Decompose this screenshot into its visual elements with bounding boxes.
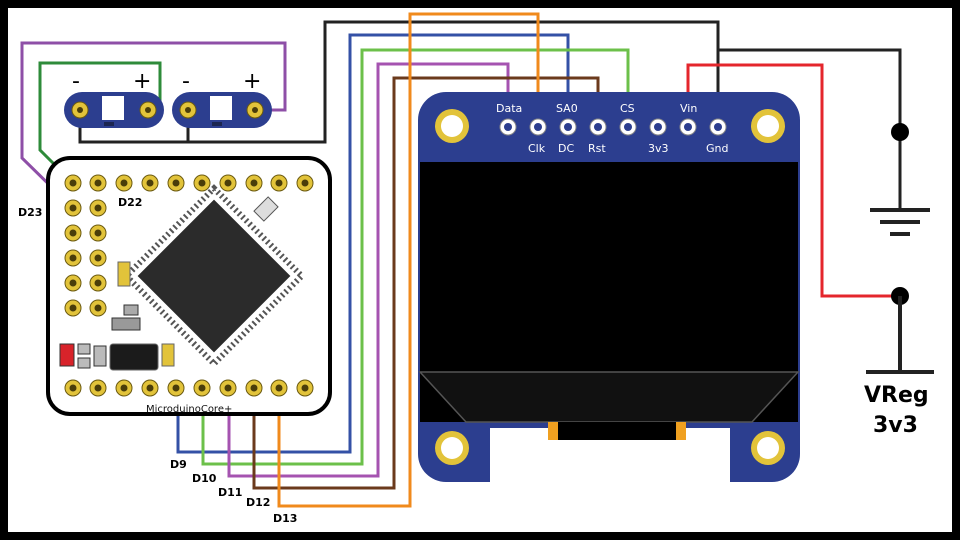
board-pin-bottom-9	[296, 379, 314, 397]
pin-label-d11: D11	[218, 486, 242, 499]
wire-purple	[20, 41, 287, 210]
oled-label-dc: DC	[558, 142, 574, 155]
oled-pin-2	[559, 118, 577, 136]
board-pin-top-0	[64, 174, 82, 192]
oled-glass-edge	[418, 371, 800, 423]
board-pin-top-9	[296, 174, 314, 192]
board-pin-bottom-6	[219, 379, 237, 397]
oled-pin-3	[589, 118, 607, 136]
board-pin-bottom-2	[115, 379, 133, 397]
wire-violet	[227, 62, 510, 478]
pin-label-d22: D22	[118, 196, 142, 209]
board-pin-left-a-4	[64, 299, 82, 317]
vreg-label-line1: VReg	[864, 383, 929, 408]
board-pin-top-4	[167, 174, 185, 192]
smd-4	[161, 343, 175, 367]
board-pin-left-b-1	[89, 224, 107, 242]
battery-plus-1: +	[133, 69, 151, 94]
oled-pin-7	[709, 118, 727, 136]
wire-brown	[252, 76, 600, 490]
oled-header-pins	[499, 118, 727, 136]
pin-label-d13: D13	[273, 512, 297, 525]
oled-label-data: Data	[496, 102, 522, 115]
wire-red	[686, 63, 900, 298]
oled-pin-6	[679, 118, 697, 136]
wire-black-gnd	[718, 48, 902, 208]
pin-label-d9: D9	[170, 458, 187, 471]
board-pin-left-a-2	[64, 249, 82, 267]
board-pin-left-b-3	[89, 274, 107, 292]
oled-pin-1	[529, 118, 547, 136]
resistor-2	[123, 304, 139, 316]
board-pin-left-b-0	[89, 199, 107, 217]
resistor-1	[111, 317, 141, 331]
bottom-pin-labels: D9 D10 D11 D12 D13	[170, 458, 297, 525]
crystal	[253, 196, 279, 222]
board-pin-bottom-5	[193, 379, 211, 397]
battery-holder-2	[172, 92, 272, 128]
wire-orange	[277, 12, 540, 508]
board-pin-left-b-4	[89, 299, 107, 317]
smd-3	[93, 345, 107, 367]
vreg-symbol: VReg 3v3	[864, 287, 934, 438]
oled-label-clk: Clk	[528, 142, 546, 155]
oled-pin-0	[499, 118, 517, 136]
oled-label-gnd: Gnd	[706, 142, 728, 155]
diode	[109, 343, 159, 371]
pin-label-d10: D10	[192, 472, 217, 485]
battery-minus-1: -	[72, 69, 80, 94]
board-pin-bottom-1	[89, 379, 107, 397]
wire-lightgreen	[201, 48, 630, 466]
wire-black-battery	[78, 20, 720, 144]
wires	[20, 12, 902, 508]
oled-label-vin: Vin	[680, 102, 697, 115]
pin-label-d23: D23	[18, 206, 42, 219]
oled-label-cs: CS	[620, 102, 635, 115]
board-pin-top-1	[89, 174, 107, 192]
board-pin-top-3	[141, 174, 159, 192]
oled-module	[418, 92, 800, 488]
ground-symbol	[870, 123, 930, 236]
board-name: MicroduinoCore+	[146, 404, 232, 415]
board-pin-bottom-8	[270, 379, 288, 397]
board-pin-left-a-0	[64, 199, 82, 217]
board-header-pins	[64, 174, 314, 397]
oled-label-3v3: 3v3	[648, 142, 669, 155]
board-pin-top-8	[270, 174, 288, 192]
board-pin-left-a-3	[64, 274, 82, 292]
board-pin-bottom-0	[64, 379, 82, 397]
board-pin-top-2	[115, 174, 133, 192]
led-red	[59, 343, 75, 367]
vreg-label-line2: 3v3	[873, 413, 918, 438]
board-pin-top-7	[245, 174, 263, 192]
oled-label-rst: Rst	[588, 142, 606, 155]
ribbon-connector	[548, 422, 686, 440]
oled-label-sa0: SA0	[556, 102, 578, 115]
smd-2	[77, 357, 91, 369]
board-pin-bottom-3	[141, 379, 159, 397]
board-pin-bottom-4	[167, 379, 185, 397]
pin-label-d12: D12	[246, 496, 270, 509]
oled-bottom-labels: Clk DC Rst 3v3 Gnd	[528, 142, 728, 155]
board-pin-top-6	[219, 174, 237, 192]
board-pin-top-5	[193, 174, 211, 192]
board-pin-bottom-7	[245, 379, 263, 397]
smd-1	[77, 343, 91, 355]
oled-pin-4	[619, 118, 637, 136]
battery-holder-1	[64, 92, 164, 128]
battery-plus-2: +	[243, 69, 261, 94]
microduino-board: MicroduinoCore+ D22	[46, 156, 332, 416]
capacitor	[117, 261, 131, 287]
board-pin-left-b-2	[89, 249, 107, 267]
oled-pin-5	[649, 118, 667, 136]
board-pin-left-a-1	[64, 224, 82, 242]
oled-top-labels: Data SA0 CS Vin	[496, 102, 697, 115]
battery-minus-2: -	[182, 69, 190, 94]
